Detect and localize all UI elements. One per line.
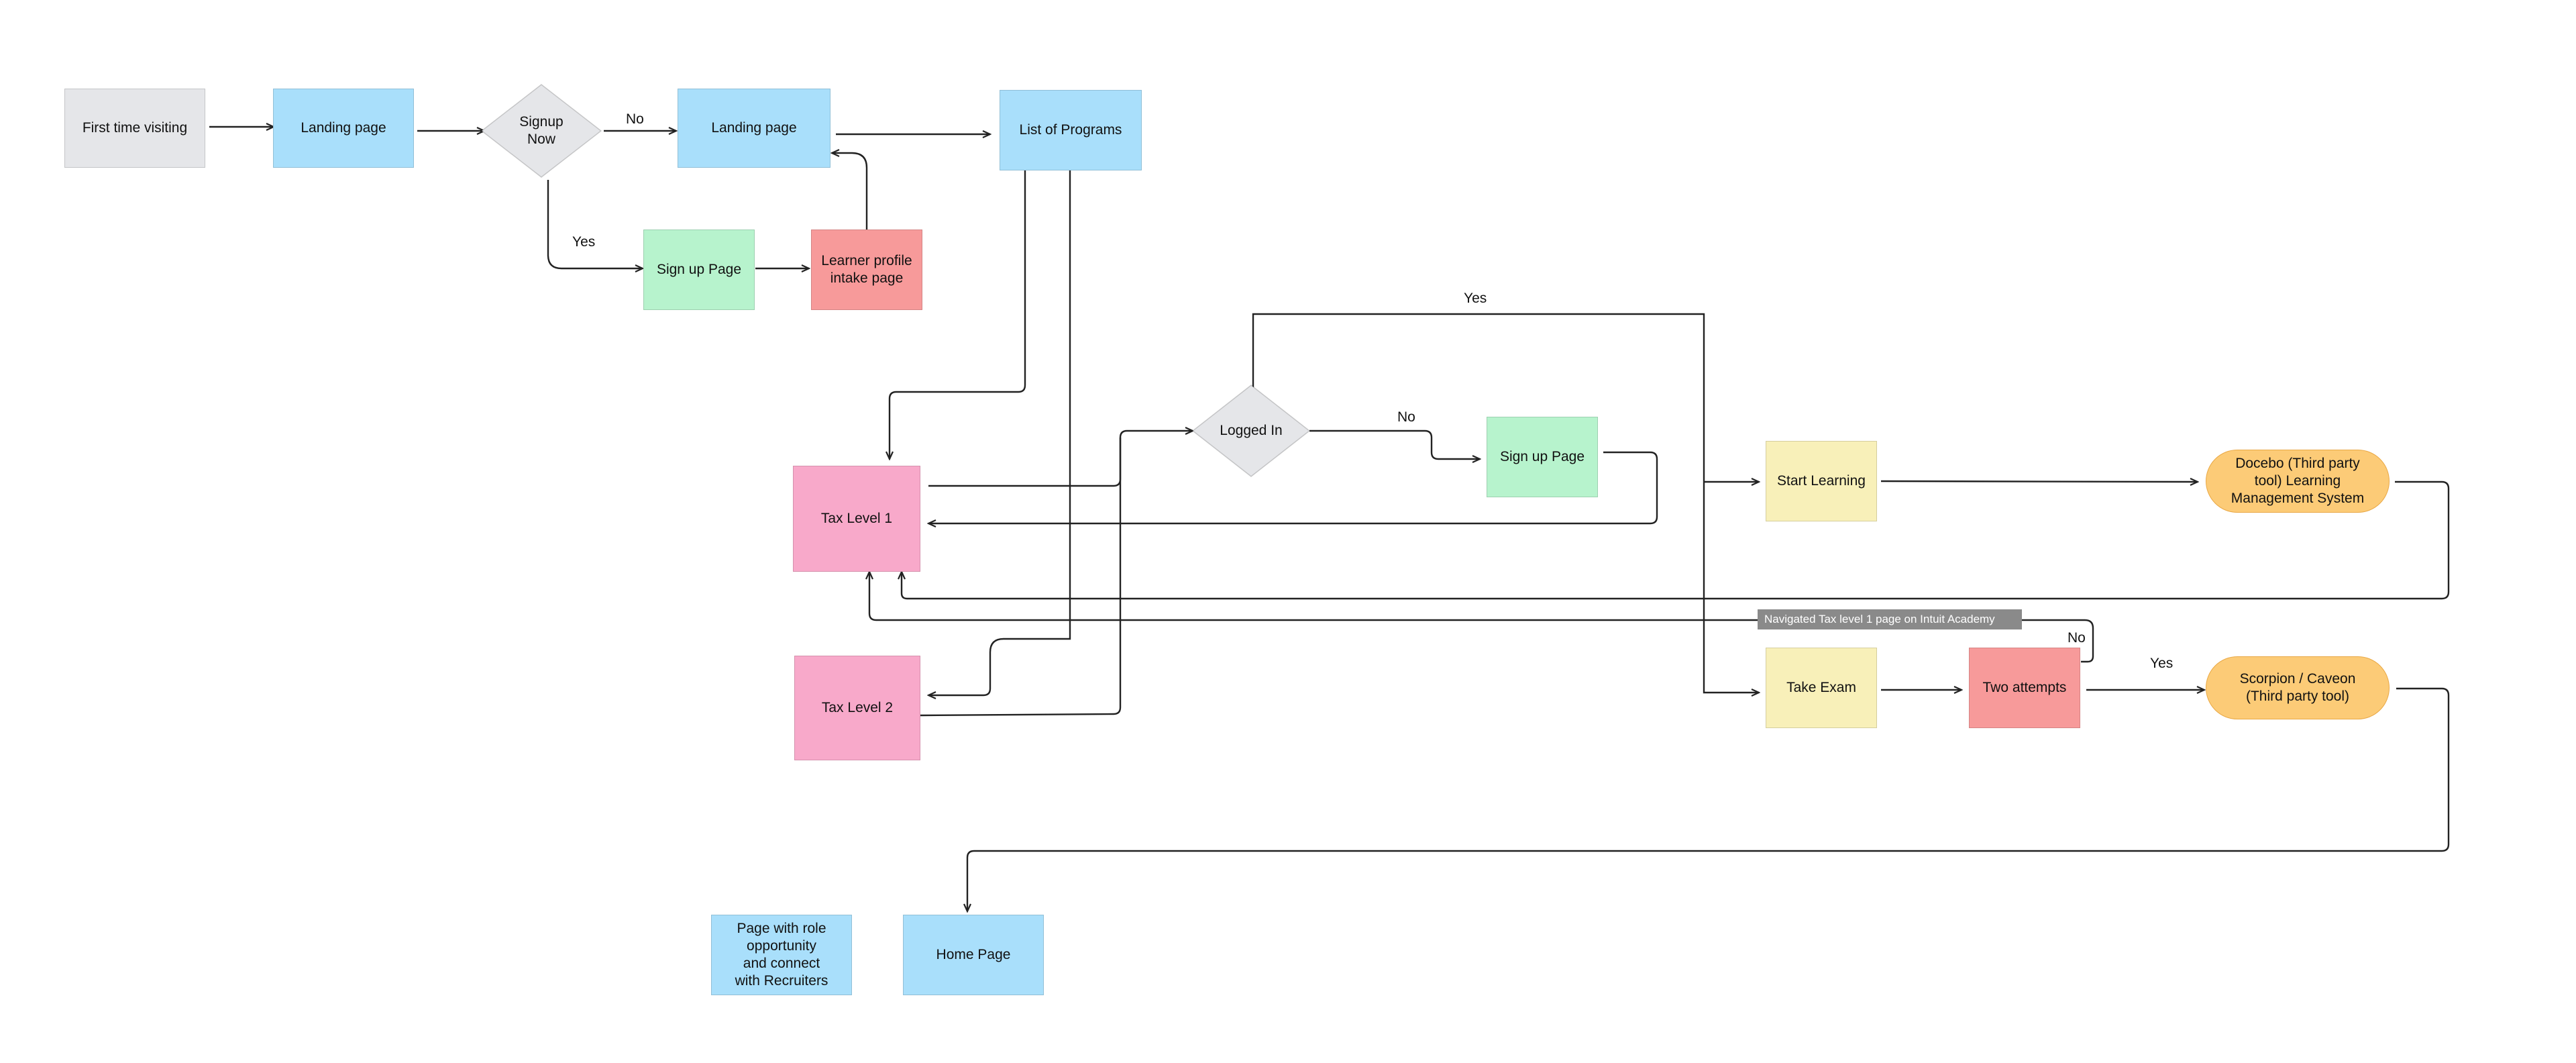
role-page-box: Page with role opportunity and connect w… [711, 915, 852, 995]
logged-in-diamond [1191, 385, 1311, 477]
edge-logged-no [1309, 429, 1480, 459]
edge-programs-to-tax1 [890, 170, 1026, 459]
take-exam-box: Take Exam [1766, 648, 1877, 728]
attempts-no-label: No [2068, 630, 2086, 646]
scorpion-box: Scorpion / Caveon (Third party tool) [2206, 656, 2390, 719]
logged-no-label: No [1397, 409, 1415, 425]
docebo-box: Docebo (Third party tool) Learning Manag… [2206, 450, 2390, 513]
edge-scorpion-to-home [967, 687, 2450, 911]
logged-yes-label: Yes [1464, 291, 1487, 306]
start-learning-box: Start Learning [1766, 441, 1877, 521]
landing-page-box-2: Landing page [678, 89, 830, 168]
edge-tax1-to-logged [928, 431, 1193, 487]
attempts-yes-label: Yes [2150, 656, 2174, 671]
logged-in-label: Logged In [1220, 423, 1283, 438]
signup-now-diamond [480, 84, 602, 178]
edge-programs-to-tax2 [928, 170, 1071, 695]
signup-yes-label: Yes [572, 234, 596, 250]
edge-docebo-to-tax1 [902, 480, 2450, 600]
learner-profile-box: Learner profile intake page [811, 230, 922, 310]
edge-profile-to-landing [832, 153, 868, 230]
tax-level-1-box: Tax Level 1 [793, 466, 920, 572]
two-attempts-box: Two attempts [1969, 648, 2080, 728]
navigation-note-banner: Navigated Tax level 1 page on Intuit Aca… [1758, 609, 2022, 629]
edge-logged-yes [1252, 313, 1759, 693]
tax-level-2-box: Tax Level 2 [794, 656, 920, 760]
first-time-visiting-box: First time visiting [64, 89, 205, 168]
signup-no-label: No [626, 111, 644, 127]
landing-page-box-1: Landing page [273, 89, 414, 168]
edge-start-to-docebo [1880, 481, 2198, 482]
signup-now-label: Signup Now [519, 114, 564, 147]
edge-signup2-to-tax1 [928, 451, 1658, 523]
sign-up-page-box-1: Sign up Page [643, 230, 755, 310]
edge-tax2-to-logged [920, 438, 1122, 717]
sign-up-page-box-2: Sign up Page [1487, 417, 1598, 497]
home-page-box: Home Page [903, 915, 1044, 995]
edge-signup-yes [547, 180, 643, 268]
list-of-programs-box: List of Programs [1000, 90, 1142, 170]
edge-attempts-no [869, 572, 2094, 663]
